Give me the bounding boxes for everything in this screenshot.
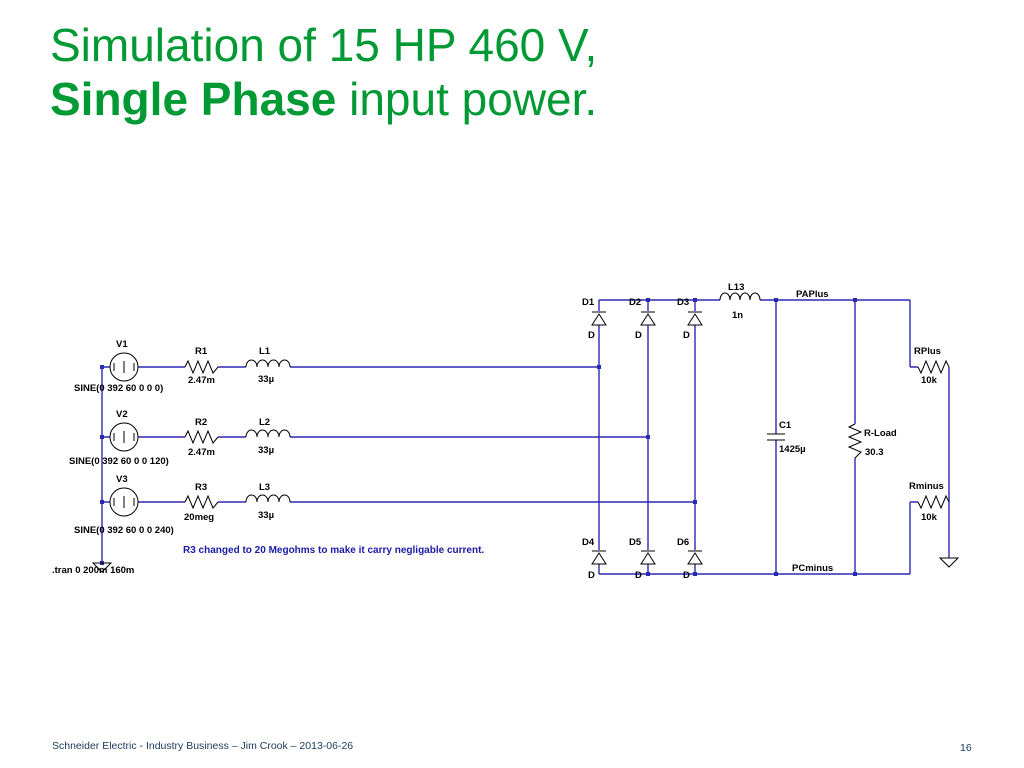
source-v1 [109, 352, 139, 382]
wiring [101, 299, 950, 575]
v2-label: V2 [116, 409, 128, 420]
l3-label: L3 [259, 482, 270, 493]
slide-title-bold: Single Phase [50, 73, 337, 125]
d1-model: D [588, 330, 595, 341]
r2-value: 2.47m [188, 447, 215, 458]
l2-value: 33µ [258, 445, 274, 456]
l1-value: 33µ [258, 374, 274, 385]
v3-spec: SINE(0 392 60 0 0 240) [74, 525, 174, 536]
rplus-label: RPlus [914, 346, 941, 357]
inductor-l1 [245, 359, 291, 368]
r1-value: 2.47m [188, 375, 215, 386]
d3-model: D [683, 330, 690, 341]
l1-label: L1 [259, 346, 271, 357]
slide-footer: Schneider Electric - Industry Business –… [52, 740, 354, 752]
d3-label: D3 [677, 297, 689, 308]
rminus-label: Rminus [909, 481, 944, 492]
inductor-l13 [719, 292, 761, 301]
net-plus-label: PAPlus [796, 289, 829, 300]
slide-title-rest: input power. [336, 73, 598, 125]
diode-d5 [640, 550, 656, 565]
d1-label: D1 [582, 297, 595, 308]
d4-model: D [588, 570, 595, 581]
r2-label: R2 [195, 417, 207, 428]
source-v2 [109, 422, 139, 452]
l2-label: L2 [259, 417, 270, 428]
source-v3 [109, 487, 139, 517]
d2-label: D2 [629, 297, 641, 308]
resistor-rminus [917, 494, 950, 510]
diode-d6 [687, 550, 703, 565]
resistor-r2 [184, 429, 219, 445]
diode-d4 [591, 550, 607, 565]
r3-label: R3 [195, 482, 207, 493]
inductor-l3 [245, 494, 291, 503]
capacitor-c1 [767, 433, 785, 441]
resistor-rplus [917, 359, 950, 375]
resistor-r3 [184, 494, 219, 510]
d6-model: D [683, 570, 690, 581]
c1-label: C1 [779, 420, 792, 431]
l13-value: 1n [732, 310, 743, 321]
diode-d3 [687, 311, 703, 326]
c1-value: 1425µ [779, 444, 806, 455]
r1-label: R1 [195, 346, 208, 357]
v1-label: V1 [116, 339, 128, 350]
v2-spec: SINE(0 392 60 0 0 120) [69, 456, 169, 467]
rplus-value: 10k [921, 375, 938, 386]
simulation-note: R3 changed to 20 Megohms to make it carr… [183, 545, 484, 556]
slide-title: Simulation of 15 HP 460 V,Single Phase i… [50, 18, 597, 126]
resistor-r1 [184, 359, 219, 375]
tran-directive: .tran 0 200m 160m [52, 565, 134, 576]
page-number: 16 [960, 742, 972, 754]
d4-label: D4 [582, 537, 595, 548]
ground-symbol-left [91, 562, 113, 573]
ground-symbol-right [938, 557, 960, 568]
l3-value: 33µ [258, 510, 274, 521]
d6-label: D6 [677, 537, 689, 548]
diode-d1 [591, 311, 607, 326]
load-label: R-Load [864, 428, 897, 439]
load-value: 30.3 [865, 447, 884, 458]
v3-label: V3 [116, 474, 128, 485]
diode-d2 [640, 311, 656, 326]
d2-model: D [635, 330, 642, 341]
slide-title-line1: Simulation of 15 HP 460 V, [50, 19, 598, 71]
inductor-l2 [245, 429, 291, 438]
v1-spec: SINE(0 392 60 0 0 0) [74, 383, 163, 394]
l13-label: L13 [728, 282, 744, 293]
resistor-load [847, 423, 863, 459]
d5-model: D [635, 570, 642, 581]
rminus-value: 10k [921, 512, 938, 523]
net-minus-label: PCminus [792, 563, 833, 574]
d5-label: D5 [629, 537, 642, 548]
r3-value: 20meg [184, 512, 214, 523]
